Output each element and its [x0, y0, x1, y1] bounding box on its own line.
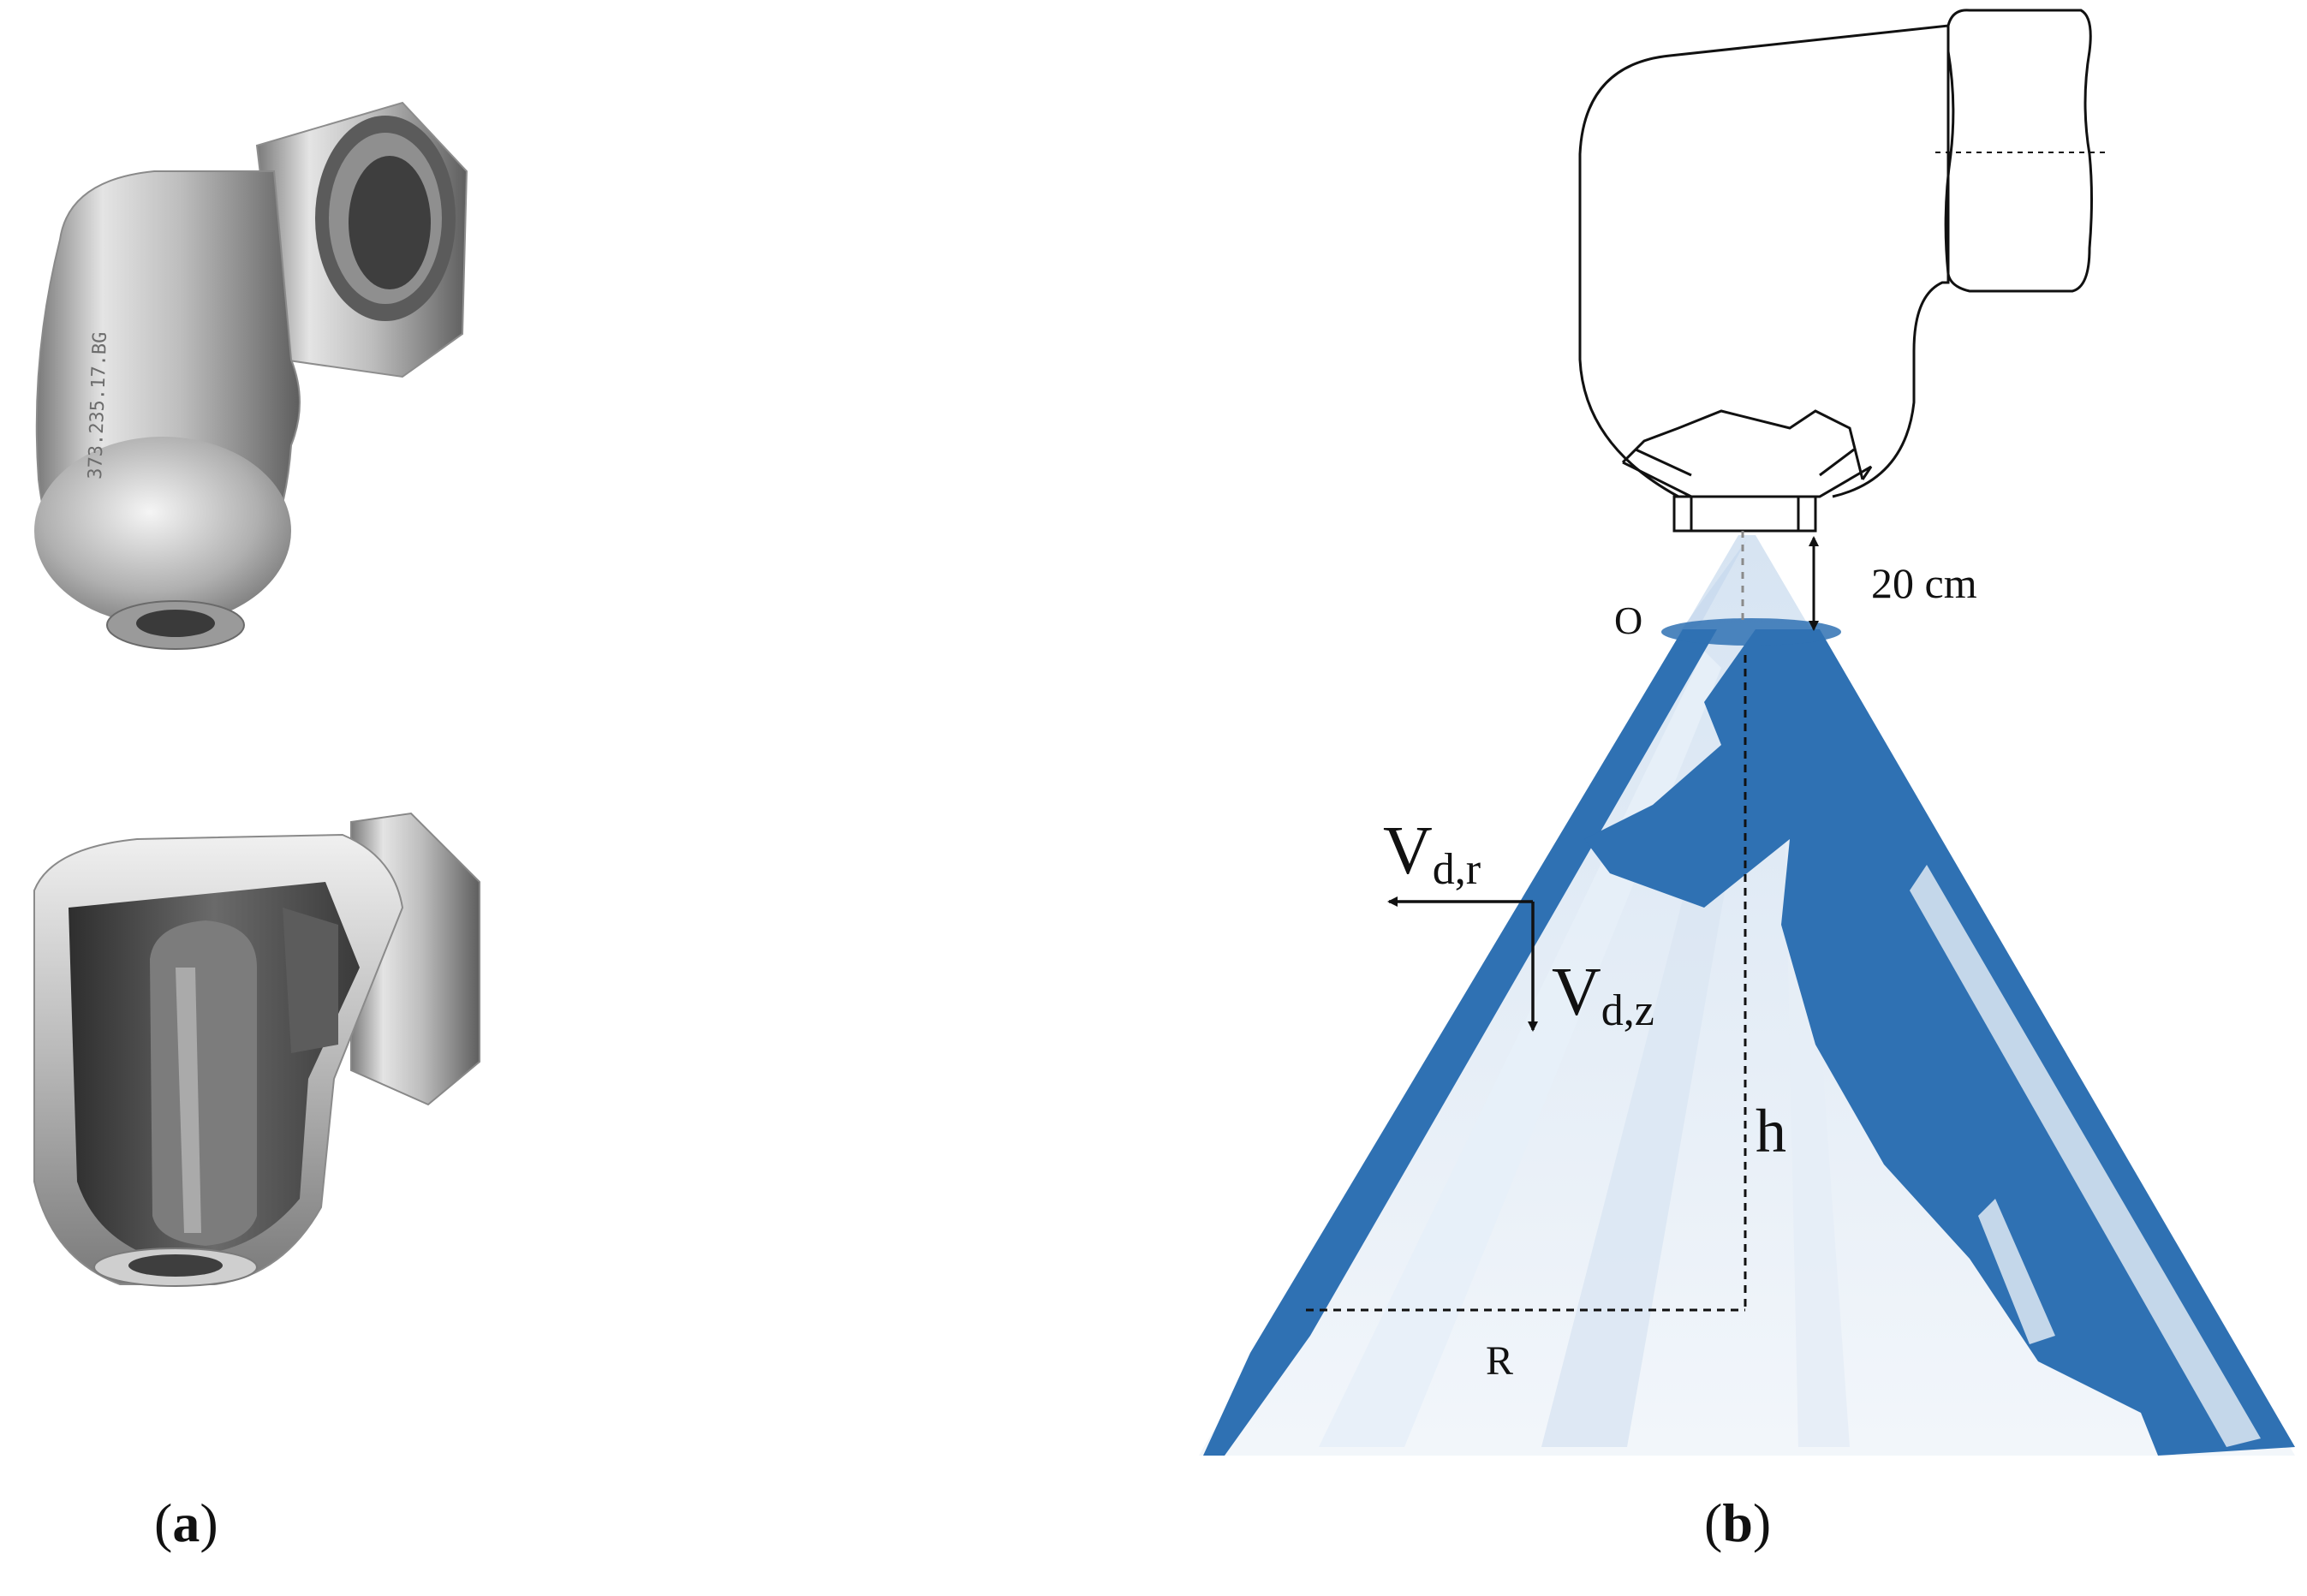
nozzle-photo-cutaway [33, 812, 480, 1287]
panel-label-a: (a) [154, 1492, 218, 1553]
nozzle-photo-exterior: 373.235.17.BG [34, 101, 468, 650]
nozzle-marking-text: 373.235.17.BG [85, 331, 111, 479]
nozzle-outline [1578, 9, 2093, 533]
height-label: h [1756, 1097, 1786, 1165]
velocity-arrows [1387, 896, 1538, 1032]
spray-cone [1199, 535, 2295, 1456]
axial-velocity-label: Vd,z [1552, 955, 1654, 1035]
radial-velocity-label: Vd,r [1383, 813, 1481, 894]
panel-label-b: (b) [1704, 1492, 1771, 1553]
origin-label: O [1614, 598, 1642, 642]
radius-label: R [1486, 1338, 1513, 1384]
distance-label: 20 cm [1871, 559, 1977, 607]
